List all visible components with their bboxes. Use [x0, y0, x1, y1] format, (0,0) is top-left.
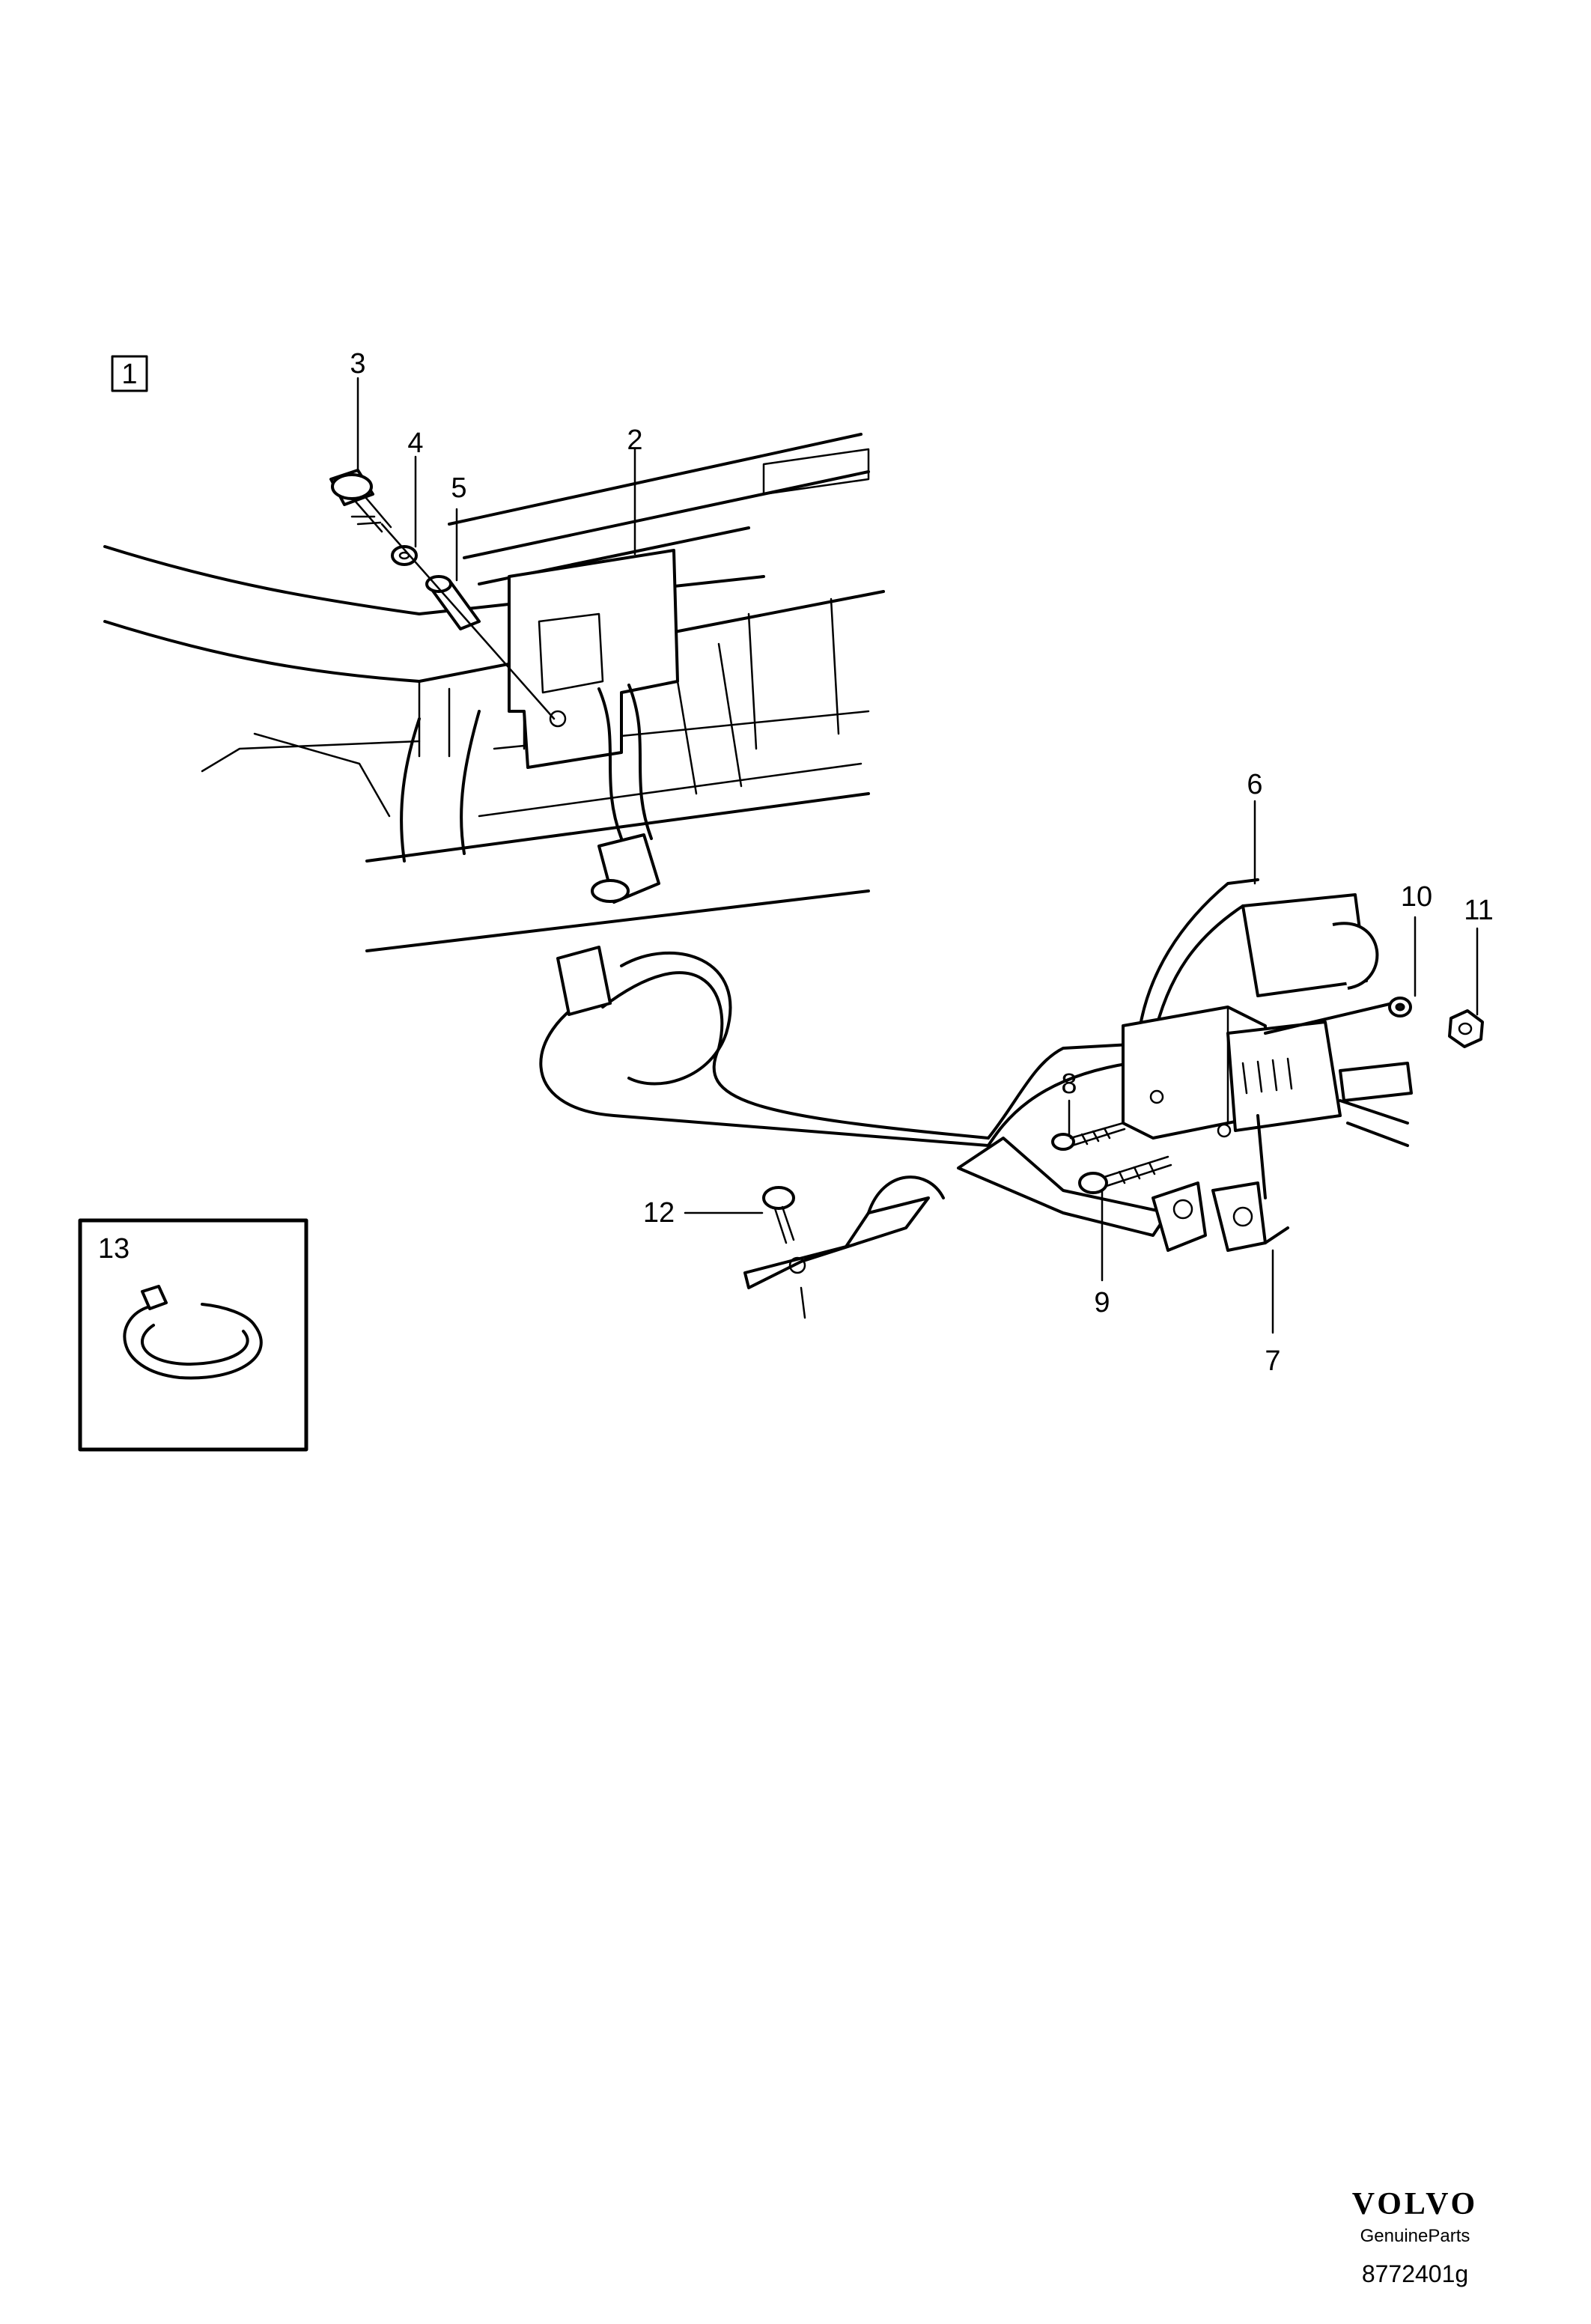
callout-6: 6: [1247, 769, 1262, 800]
screw-part-8: [1051, 1122, 1126, 1151]
inset-cable-tie: 13: [78, 1218, 308, 1452]
mounting-bracket: [508, 549, 679, 904]
volvo-logo: VOLVO: [1351, 2187, 1479, 2221]
screw-part-9: [1078, 1155, 1172, 1194]
callout-12: 12: [643, 1197, 675, 1229]
callout-labels: 2 3 4 5 6 7 8 9 10 11 12: [350, 348, 1493, 1377]
callout-4: 4: [407, 428, 423, 459]
callout-10: 10: [1401, 881, 1432, 913]
brand-block: VOLVO GenuineParts 8772401g: [1318, 2188, 1512, 2288]
control-module-part-6: [1122, 878, 1413, 1147]
group-number-box: 1: [111, 355, 148, 392]
nut-part-11: [1448, 1009, 1484, 1048]
callout-5: 5: [451, 472, 466, 504]
nut-part-10: [1388, 997, 1412, 1017]
wiring-harness: [539, 946, 1132, 1147]
vehicle-body-structure: [103, 433, 885, 952]
bracket-part-7: [957, 1114, 1289, 1252]
group-number-label: 1: [121, 359, 137, 390]
callout-3: 3: [350, 348, 365, 380]
cable-tie-part-13: [123, 1285, 263, 1380]
callout-2: 2: [627, 425, 642, 456]
leader-lines: [356, 377, 1479, 1334]
screw-part-12: [762, 1186, 795, 1244]
brand-subtitle: GenuineParts: [1360, 2226, 1470, 2246]
callout-9: 9: [1094, 1287, 1110, 1318]
screw-part-3: [329, 469, 392, 533]
diagram-id: 8772401g: [1361, 2260, 1469, 2287]
lower-bracket: [743, 1175, 945, 1319]
callout-13: 13: [98, 1233, 130, 1265]
callout-7: 7: [1265, 1345, 1280, 1377]
callout-8: 8: [1061, 1068, 1077, 1100]
callout-11: 11: [1464, 895, 1493, 926]
